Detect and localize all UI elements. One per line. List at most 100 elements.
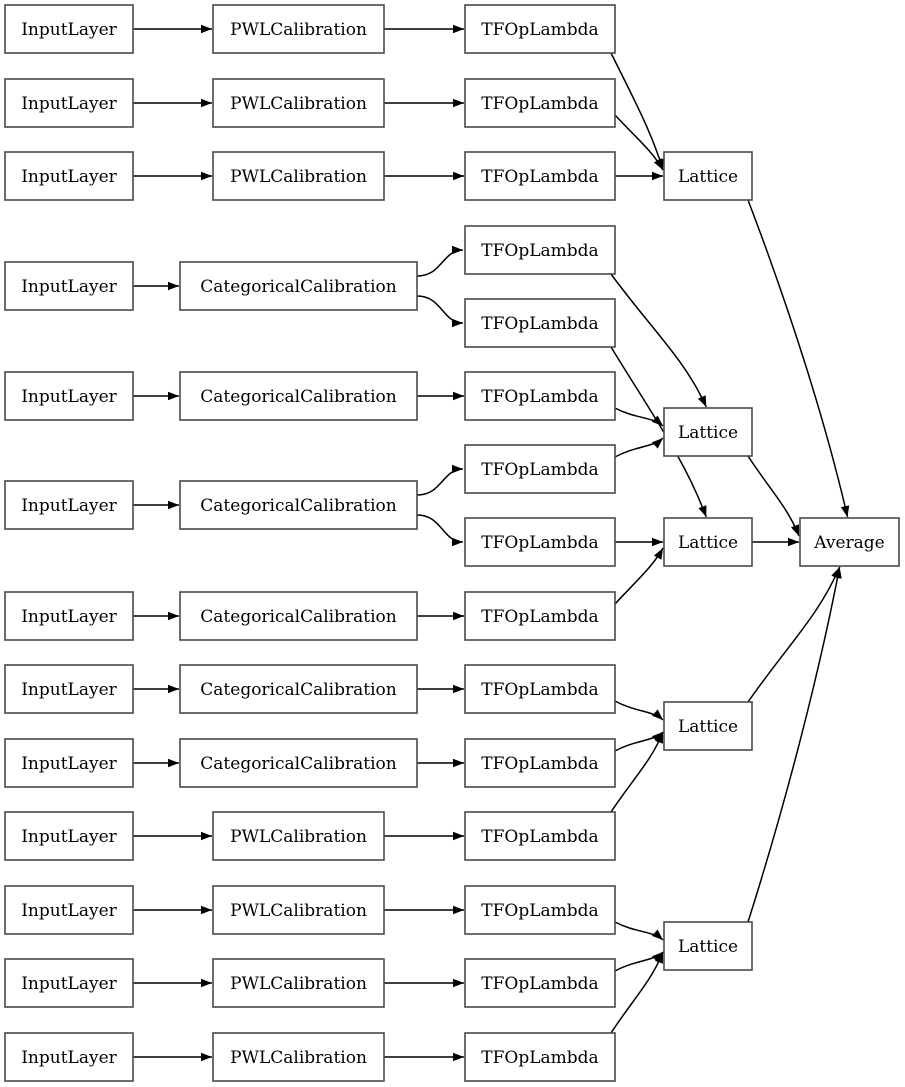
node-categoricalcalibration-cal9[interactable]: CategoricalCalibration [179,738,418,788]
node-lattice-lat5[interactable]: Lattice [663,921,753,971]
node-box[interactable] [4,261,134,311]
node-tfoplambda-op12[interactable]: TFOpLambda [464,811,616,861]
edge-in3-to-cal3 [133,171,212,181]
node-box[interactable] [464,958,616,1008]
node-box[interactable] [663,517,753,567]
node-label: CategoricalCalibration [200,277,396,297]
node-tfoplambda-op4[interactable]: TFOpLambda [464,225,616,275]
node-box[interactable] [212,151,385,201]
node-inputlayer-in7[interactable]: InputLayer [4,591,134,641]
node-tfoplambda-op11[interactable]: TFOpLambda [464,738,616,788]
node-inputlayer-in8[interactable]: InputLayer [4,664,134,714]
node-box[interactable] [464,225,616,275]
node-box[interactable] [464,517,616,567]
node-tfoplambda-op10[interactable]: TFOpLambda [464,664,616,714]
node-box[interactable] [464,1032,616,1082]
arrow-head-icon [453,905,464,915]
node-inputlayer-in1[interactable]: InputLayer [4,4,134,54]
node-categoricalcalibration-cal7[interactable]: CategoricalCalibration [179,591,418,641]
node-tfoplambda-op9[interactable]: TFOpLambda [464,591,616,641]
node-box[interactable] [4,4,134,54]
node-box[interactable] [663,701,753,751]
node-box[interactable] [4,958,134,1008]
node-box[interactable] [212,811,385,861]
node-box[interactable] [4,738,134,788]
node-box[interactable] [464,371,616,421]
node-box[interactable] [4,1032,134,1082]
node-tfoplambda-op13[interactable]: TFOpLambda [464,885,616,935]
node-box[interactable] [464,885,616,935]
node-box[interactable] [179,664,418,714]
node-box[interactable] [464,811,616,861]
node-box[interactable] [464,444,616,494]
node-tfoplambda-op14[interactable]: TFOpLambda [464,958,616,1008]
node-box[interactable] [179,480,418,530]
node-box[interactable] [4,371,134,421]
node-box[interactable] [4,480,134,530]
node-categoricalcalibration-cal6[interactable]: CategoricalCalibration [179,480,418,530]
node-inputlayer-in13[interactable]: InputLayer [4,1032,134,1082]
node-box[interactable] [212,78,385,128]
node-label: PWLCalibration [230,167,367,187]
node-pwlcalibration-cal13[interactable]: PWLCalibration [212,1032,385,1082]
node-box[interactable] [464,591,616,641]
node-box[interactable] [179,591,418,641]
node-lattice-lat3[interactable]: Lattice [663,517,753,567]
node-box[interactable] [212,885,385,935]
node-pwlcalibration-cal12[interactable]: PWLCalibration [212,958,385,1008]
node-box[interactable] [663,407,753,457]
node-inputlayer-in5[interactable]: InputLayer [4,371,134,421]
node-inputlayer-in11[interactable]: InputLayer [4,885,134,935]
node-tfoplambda-op1[interactable]: TFOpLambda [464,4,616,54]
node-box[interactable] [179,371,418,421]
node-box[interactable] [4,78,134,128]
node-pwlcalibration-cal3[interactable]: PWLCalibration [212,151,385,201]
arrow-head-icon [453,978,464,988]
node-box[interactable] [179,261,418,311]
node-pwlcalibration-cal1[interactable]: PWLCalibration [212,4,385,54]
node-tfoplambda-op15[interactable]: TFOpLambda [464,1032,616,1082]
node-pwlcalibration-cal2[interactable]: PWLCalibration [212,78,385,128]
node-box[interactable] [464,298,616,348]
node-categoricalcalibration-cal5[interactable]: CategoricalCalibration [179,371,418,421]
node-pwlcalibration-cal11[interactable]: PWLCalibration [212,885,385,935]
node-box[interactable] [4,664,134,714]
node-box[interactable] [663,151,753,201]
node-box[interactable] [4,811,134,861]
node-box[interactable] [663,921,753,971]
node-inputlayer-in12[interactable]: InputLayer [4,958,134,1008]
node-box[interactable] [212,1032,385,1082]
node-box[interactable] [4,885,134,935]
node-categoricalcalibration-cal8[interactable]: CategoricalCalibration [179,664,418,714]
node-inputlayer-in3[interactable]: InputLayer [4,151,134,201]
node-box[interactable] [4,591,134,641]
node-box[interactable] [4,151,134,201]
node-box[interactable] [799,517,900,567]
node-tfoplambda-op8[interactable]: TFOpLambda [464,517,616,567]
node-inputlayer-in10[interactable]: InputLayer [4,811,134,861]
node-tfoplambda-op3[interactable]: TFOpLambda [464,151,616,201]
node-average-avg[interactable]: Average [799,517,900,567]
node-tfoplambda-op6[interactable]: TFOpLambda [464,371,616,421]
node-inputlayer-in2[interactable]: InputLayer [4,78,134,128]
node-label: TFOpLambda [481,827,598,847]
node-tfoplambda-op7[interactable]: TFOpLambda [464,444,616,494]
node-tfoplambda-op5[interactable]: TFOpLambda [464,298,616,348]
node-lattice-lat2[interactable]: Lattice [663,407,753,457]
node-box[interactable] [464,664,616,714]
node-lattice-lat4[interactable]: Lattice [663,701,753,751]
node-inputlayer-in9[interactable]: InputLayer [4,738,134,788]
node-inputlayer-in4[interactable]: InputLayer [4,261,134,311]
node-box[interactable] [212,958,385,1008]
node-tfoplambda-op2[interactable]: TFOpLambda [464,78,616,128]
node-categoricalcalibration-cal4[interactable]: CategoricalCalibration [179,261,418,311]
node-box[interactable] [464,151,616,201]
node-box[interactable] [212,4,385,54]
node-pwlcalibration-cal10[interactable]: PWLCalibration [212,811,385,861]
node-box[interactable] [179,738,418,788]
node-box[interactable] [464,78,616,128]
node-box[interactable] [464,738,616,788]
node-inputlayer-in6[interactable]: InputLayer [4,480,134,530]
node-lattice-lat1[interactable]: Lattice [663,151,753,201]
node-box[interactable] [464,4,616,54]
